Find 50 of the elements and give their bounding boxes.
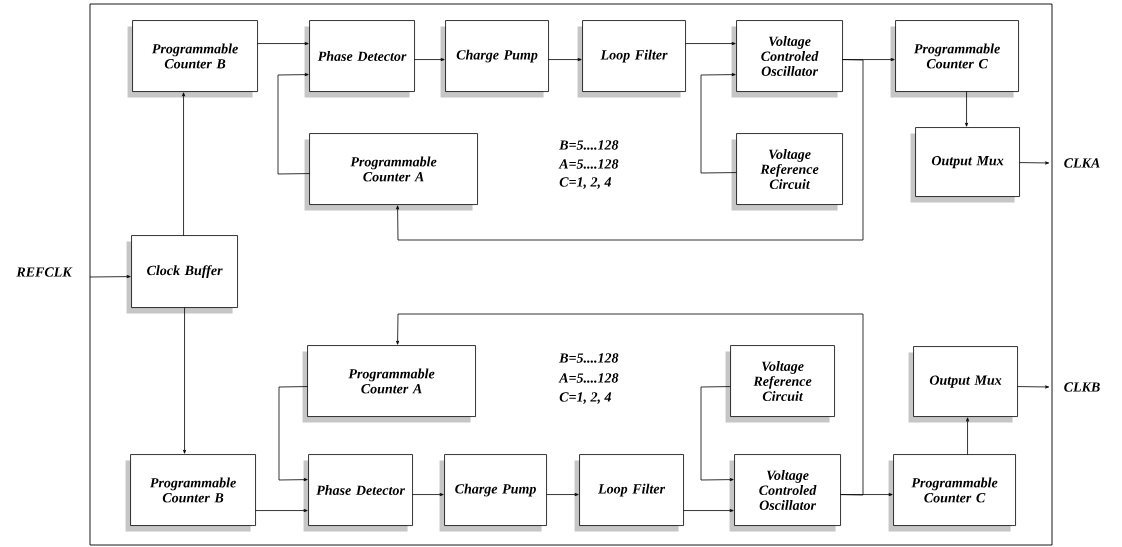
block-box: Programmable Counter A xyxy=(304,133,478,211)
parameter-note: C=1, 2, 4 xyxy=(559,177,612,189)
block-box: Phase Detector xyxy=(303,454,413,532)
block-box: Programmable Counter C xyxy=(890,20,1019,98)
arrow xyxy=(278,386,308,482)
arrow xyxy=(255,509,308,513)
signal-name: REFCLK xyxy=(16,267,73,277)
signal-name: CLKB xyxy=(1064,382,1100,392)
block-box: Charge Pump xyxy=(439,454,547,532)
arrow xyxy=(685,42,736,46)
arrow xyxy=(182,92,186,236)
block-box: Clock Buffer xyxy=(126,235,238,314)
arrow xyxy=(1019,161,1050,165)
arrow xyxy=(1017,385,1050,389)
block-box: Loop Filter xyxy=(577,20,686,98)
arrow xyxy=(89,275,131,279)
arrow xyxy=(412,493,444,497)
block-box: Programmable Counter A xyxy=(302,345,476,423)
arrow xyxy=(277,73,310,175)
parameter-note: A=5....128 xyxy=(558,159,619,169)
signal-name: CLKA xyxy=(1064,158,1100,168)
block-box: Phase Detector xyxy=(304,20,415,98)
arrow xyxy=(965,91,969,127)
arrow xyxy=(700,73,737,174)
block-box: Voltage Reference Circuit xyxy=(731,133,843,211)
parameter-note: A=5....128 xyxy=(558,373,619,383)
block-box: Voltage Controled Oscillator xyxy=(731,20,843,98)
arrow xyxy=(546,493,579,497)
arrow xyxy=(396,59,864,241)
arrow xyxy=(966,417,970,455)
arrow xyxy=(683,509,734,513)
block-box: Voltage Controled Oscillator xyxy=(729,454,841,532)
block-box: Voltage Reference Circuit xyxy=(725,345,835,423)
arrow xyxy=(548,58,582,62)
parameter-note: C=1, 2, 4 xyxy=(559,392,612,404)
arrow xyxy=(700,386,734,482)
arrow xyxy=(183,307,187,454)
block-box: Programmable Counter B xyxy=(125,454,256,532)
block-box: Output Mux xyxy=(910,127,1020,203)
block-box: Programmable Counter C xyxy=(888,454,1016,532)
block-box: Charge Pump xyxy=(440,20,549,98)
chip-outline xyxy=(89,3,1053,546)
arrow xyxy=(257,42,309,46)
arrow xyxy=(396,313,864,496)
block-box: Output Mux xyxy=(908,346,1018,423)
block-box: Programmable Counter B xyxy=(127,20,258,98)
parameter-note: B=5....128 xyxy=(559,353,619,363)
block-box: Loop Filter xyxy=(574,454,684,532)
parameter-note: B=5....128 xyxy=(559,140,619,150)
arrow xyxy=(414,58,445,62)
